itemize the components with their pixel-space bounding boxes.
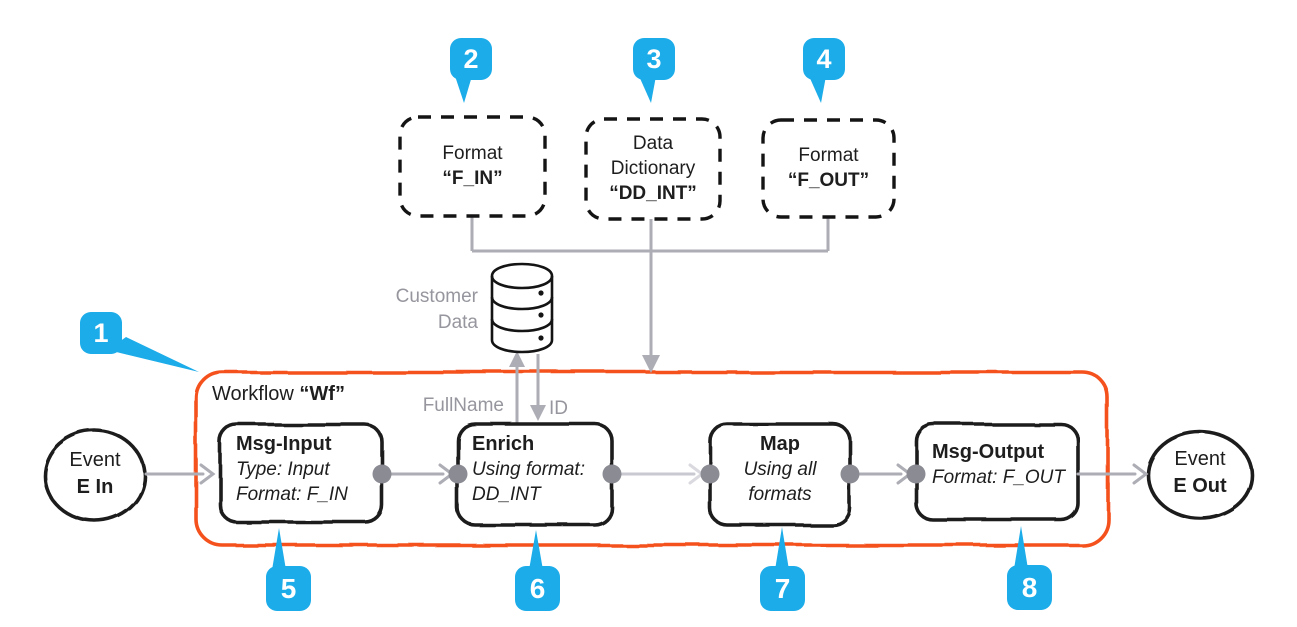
- map-title: Map: [760, 433, 800, 455]
- msg-output-node-label: Msg-Output Format: F_OUT: [932, 440, 1076, 490]
- fullname-arrow-up-head: [509, 351, 525, 367]
- callout-badge-3: 3: [633, 38, 675, 80]
- data-dictionary-label: Data Dictionary “DD_INT”: [586, 131, 720, 206]
- id-arrow-down-head: [530, 405, 546, 421]
- workflow-title-prefix: Workflow: [212, 383, 300, 405]
- msg-input-detail-2: Format: F_IN: [236, 484, 348, 505]
- data-dictionary-kind-line2: Dictionary: [610, 158, 696, 179]
- event-in-name: E In: [76, 476, 114, 498]
- enrich-title: Enrich: [472, 433, 535, 455]
- enrich-detail-2: DD_INT: [472, 484, 541, 505]
- badge-7-tail: [775, 527, 789, 570]
- flow-connectors: [144, 463, 1149, 485]
- event-out-name: E Out: [1173, 475, 1227, 497]
- resource-link-arrowhead: [642, 355, 660, 373]
- workflow-boundary: [194, 370, 1110, 547]
- node-ports: [372, 464, 926, 484]
- callout-badge-4: 4: [803, 38, 845, 80]
- msg-input-node-label: Msg-Input Type: Input Format: F_IN: [236, 432, 376, 507]
- callout-badge-2: 2: [450, 38, 492, 80]
- msg-input-title: Msg-Input: [236, 433, 332, 455]
- customer-data-line1: Customer: [395, 286, 478, 307]
- callout-badge-8: 8: [1007, 565, 1052, 610]
- badge-1-tail: [108, 337, 199, 372]
- format-fout-box: [761, 118, 896, 219]
- resource-links: [470, 216, 830, 357]
- format-fout-name: “F_OUT”: [787, 170, 870, 191]
- format-fout-label: Format “F_OUT”: [763, 143, 894, 193]
- badge-6-tail: [529, 530, 543, 570]
- database-arrows: [509, 351, 546, 427]
- enrich-in-port: [448, 464, 468, 484]
- customer-data-line2: Data: [437, 312, 478, 333]
- event-out-shape: [1146, 430, 1254, 520]
- msg-output-detail-1: Format: F_OUT: [932, 467, 1066, 488]
- format-fin-kind: Format: [442, 143, 503, 164]
- customer-data-label: Customer Data: [378, 284, 478, 336]
- callout-badge-5: 5: [266, 566, 311, 611]
- event-in-shape: [43, 429, 147, 523]
- enrich-detail-1: Using format:: [472, 459, 585, 480]
- data-dictionary-box: [584, 117, 722, 221]
- callout-badge-7: 7: [760, 566, 805, 611]
- msg-output-in-port: [906, 464, 926, 484]
- badge-5-tail: [272, 528, 286, 570]
- event-out-label: Event E Out: [1148, 446, 1252, 500]
- map-node-label: Map Using all formats: [712, 432, 848, 507]
- enrich-node-label: Enrich Using format: DD_INT: [472, 432, 606, 507]
- badge-8-tail: [1014, 526, 1028, 569]
- fullname-arrow-label: FullName: [422, 395, 504, 416]
- event-in-label: Event E In: [44, 447, 146, 501]
- id-arrow-label: ID: [549, 398, 568, 419]
- format-fout-kind: Format: [798, 145, 859, 166]
- workflow-title: Workflow “Wf”: [212, 383, 345, 406]
- badge-tails: [108, 76, 1028, 570]
- workflow-node-shapes: [218, 422, 1080, 527]
- map-detail-1: Using all: [743, 459, 817, 480]
- database-cylinder-icon: [490, 262, 554, 354]
- data-dictionary-kind-line1: Data: [632, 133, 674, 154]
- msg-input-detail-1: Type: Input: [236, 459, 330, 480]
- format-fin-label: Format “F_IN”: [400, 141, 545, 191]
- badge-2-tail: [455, 76, 472, 103]
- badge-3-tail: [639, 76, 656, 103]
- event-in-word: Event: [69, 449, 121, 471]
- format-fin-name: “F_IN”: [442, 168, 503, 189]
- msg-output-title: Msg-Output: [932, 441, 1045, 463]
- map-out-port: [840, 464, 860, 484]
- map-in-port: [700, 464, 720, 484]
- msg-input-out-port: [372, 464, 392, 484]
- format-resource-shapes: [398, 115, 896, 221]
- callout-badge-6: 6: [515, 566, 560, 611]
- event-out-word: Event: [1174, 448, 1226, 470]
- workflow-title-name: “Wf”: [299, 383, 345, 405]
- data-dictionary-name: “DD_INT”: [609, 183, 697, 204]
- format-fin-box: [398, 115, 547, 218]
- map-detail-2: formats: [748, 484, 812, 505]
- event-shapes: [43, 429, 1254, 523]
- callout-badge-1: 1: [80, 312, 122, 354]
- enrich-out-port: [602, 464, 622, 484]
- badge-4-tail: [809, 76, 826, 103]
